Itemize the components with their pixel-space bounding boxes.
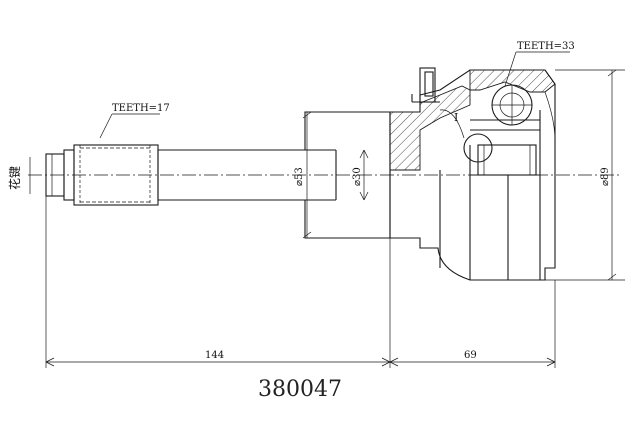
- dim-diameter-30: ⌀30: [352, 149, 369, 201]
- part-number: 380047: [258, 377, 342, 402]
- dim-length-69: 69: [389, 280, 556, 368]
- dim-diameter-53: ⌀53: [294, 111, 312, 239]
- spline-label: 花键: [7, 166, 22, 190]
- dim-length-144: 144: [45, 196, 391, 368]
- teeth-bell-label: TEETH=33: [517, 41, 575, 52]
- svg-text:⌀53: ⌀53: [294, 167, 305, 186]
- dim-diameter-89: ⌀89: [545, 69, 625, 281]
- detail-marker: I: [454, 111, 458, 124]
- svg-text:⌀89: ⌀89: [600, 167, 611, 186]
- svg-text:⌀30: ⌀30: [352, 167, 363, 186]
- bell-housing: [389, 67, 556, 281]
- svg-text:69: 69: [464, 350, 477, 361]
- teeth-shaft-label: TEETH=17: [112, 103, 170, 114]
- svg-text:144: 144: [205, 350, 224, 361]
